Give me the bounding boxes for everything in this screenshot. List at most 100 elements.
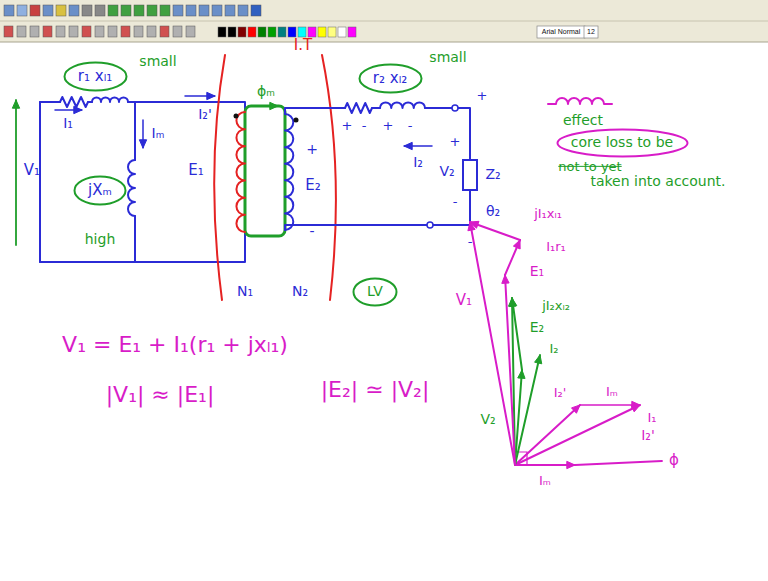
color-swatch <box>298 27 306 37</box>
phasor-label: Iₘ <box>606 385 618 399</box>
wire <box>128 102 245 112</box>
phasor-drop <box>505 240 520 275</box>
polarity-sign: + <box>306 142 318 157</box>
toolbar-border <box>0 42 768 43</box>
phasor-label: jI₂xₗ₂ <box>542 299 570 313</box>
color-swatch <box>288 27 296 37</box>
phasor-v1-head <box>468 222 475 231</box>
tool-icon <box>121 26 130 37</box>
angle-label: θ₂ <box>486 204 500 219</box>
wire <box>425 108 470 160</box>
note: small <box>429 50 466 65</box>
phasor-i1-head <box>631 405 640 412</box>
tool-icon <box>134 26 143 37</box>
current-label: I₂ <box>413 155 423 170</box>
toolbar-icon <box>160 5 170 16</box>
phasor-label: I₁r₁ <box>546 240 566 254</box>
font-box <box>537 26 585 38</box>
tool-icon <box>95 26 104 37</box>
wire <box>134 216 136 262</box>
color-swatch <box>228 27 236 37</box>
voltage-label: V₁ <box>24 162 40 179</box>
tool-icon <box>56 26 65 37</box>
phasor-drop-head <box>513 240 520 249</box>
boundary-label: I.T <box>294 37 312 54</box>
color-swatch <box>318 27 326 37</box>
inductor-symbol <box>92 98 128 103</box>
voltage-arrow-head <box>12 100 19 108</box>
phasor-label: V₂ <box>480 412 495 427</box>
turns-label: N₂ <box>292 284 308 299</box>
current-arrow-head <box>74 106 82 113</box>
primary-winding <box>236 112 245 232</box>
color-swatch <box>248 27 256 37</box>
note: high <box>85 232 116 247</box>
polarity-sign: - <box>453 195 458 209</box>
polarity-dot <box>294 118 299 123</box>
node-text: LV <box>352 284 398 299</box>
color-swatch <box>348 27 356 37</box>
magnetising-inductor <box>128 160 135 216</box>
emf-label: E₁ <box>188 162 204 179</box>
emf-label: E₂ <box>305 177 321 194</box>
wire <box>285 108 345 114</box>
wire <box>134 102 136 160</box>
node-text: r₂ xₗ₂ <box>358 70 423 87</box>
voltage-label: V₂ <box>439 164 454 179</box>
toolbar-icon <box>108 5 118 16</box>
flux-label: ϕₘ <box>257 84 275 99</box>
node-text-wrap: r₁ xₗ₁ <box>63 68 128 85</box>
inductor-sketch <box>548 98 612 104</box>
tool-icon <box>186 26 195 37</box>
toolbar-icon <box>69 5 79 16</box>
resistor-symbol <box>345 103 372 113</box>
phasor-drop <box>470 222 520 240</box>
current-arrow-head <box>404 142 412 149</box>
phasor-label: ϕ <box>669 452 679 469</box>
color-swatch <box>278 27 286 37</box>
tool-icon <box>30 26 39 37</box>
toolbar-icon <box>173 5 183 16</box>
toolbar <box>0 0 768 42</box>
toolbar-icon <box>56 5 66 16</box>
equation: |V₁| ≈ |E₁| <box>106 383 215 407</box>
struck-note: not to yet <box>558 160 621 174</box>
note: effect <box>563 113 603 128</box>
circled-components: r₁ xₗ₁ <box>63 61 128 92</box>
note: taken into account. <box>590 174 725 189</box>
wire <box>39 102 41 262</box>
current-label: I₁ <box>63 116 73 131</box>
polarity-dot <box>234 114 239 119</box>
phasor-i2 <box>515 355 540 465</box>
voltage-arrow <box>15 100 17 245</box>
flux-reference-line <box>575 461 662 465</box>
toolbar-font: Arial Normal <box>542 28 581 36</box>
tool-icon <box>147 26 156 37</box>
toolbar-icon <box>134 5 144 16</box>
current-label: Iₘ <box>152 126 165 141</box>
color-swatch <box>328 27 336 37</box>
phasor-e1-head <box>502 275 509 283</box>
phasor-label: Iₘ <box>539 474 551 488</box>
toolbar-divider <box>0 21 768 22</box>
phasor-label: jI₁xₗ₁ <box>534 207 562 221</box>
tool-icon <box>43 26 52 37</box>
tool-icon <box>82 26 91 37</box>
phasor-label: I₂' <box>641 428 655 443</box>
phasor-i2-dash-head <box>571 405 580 413</box>
phasor-label: E₂ <box>530 320 544 335</box>
phasor-im-head <box>567 461 575 468</box>
transformer-core <box>245 106 285 236</box>
tool-icon <box>4 26 13 37</box>
circled-note: core loss to be <box>556 128 689 158</box>
tool-icon <box>17 26 26 37</box>
wire <box>40 101 60 103</box>
toolbar-icon <box>95 5 105 16</box>
tool-icon <box>160 26 169 37</box>
ideal-transformer-boundary <box>322 55 336 300</box>
secondary-winding <box>285 114 293 230</box>
ideal-transformer-boundary <box>214 55 225 300</box>
node-text-wrap: LV <box>352 284 398 299</box>
polarity-sign: - <box>362 119 367 133</box>
